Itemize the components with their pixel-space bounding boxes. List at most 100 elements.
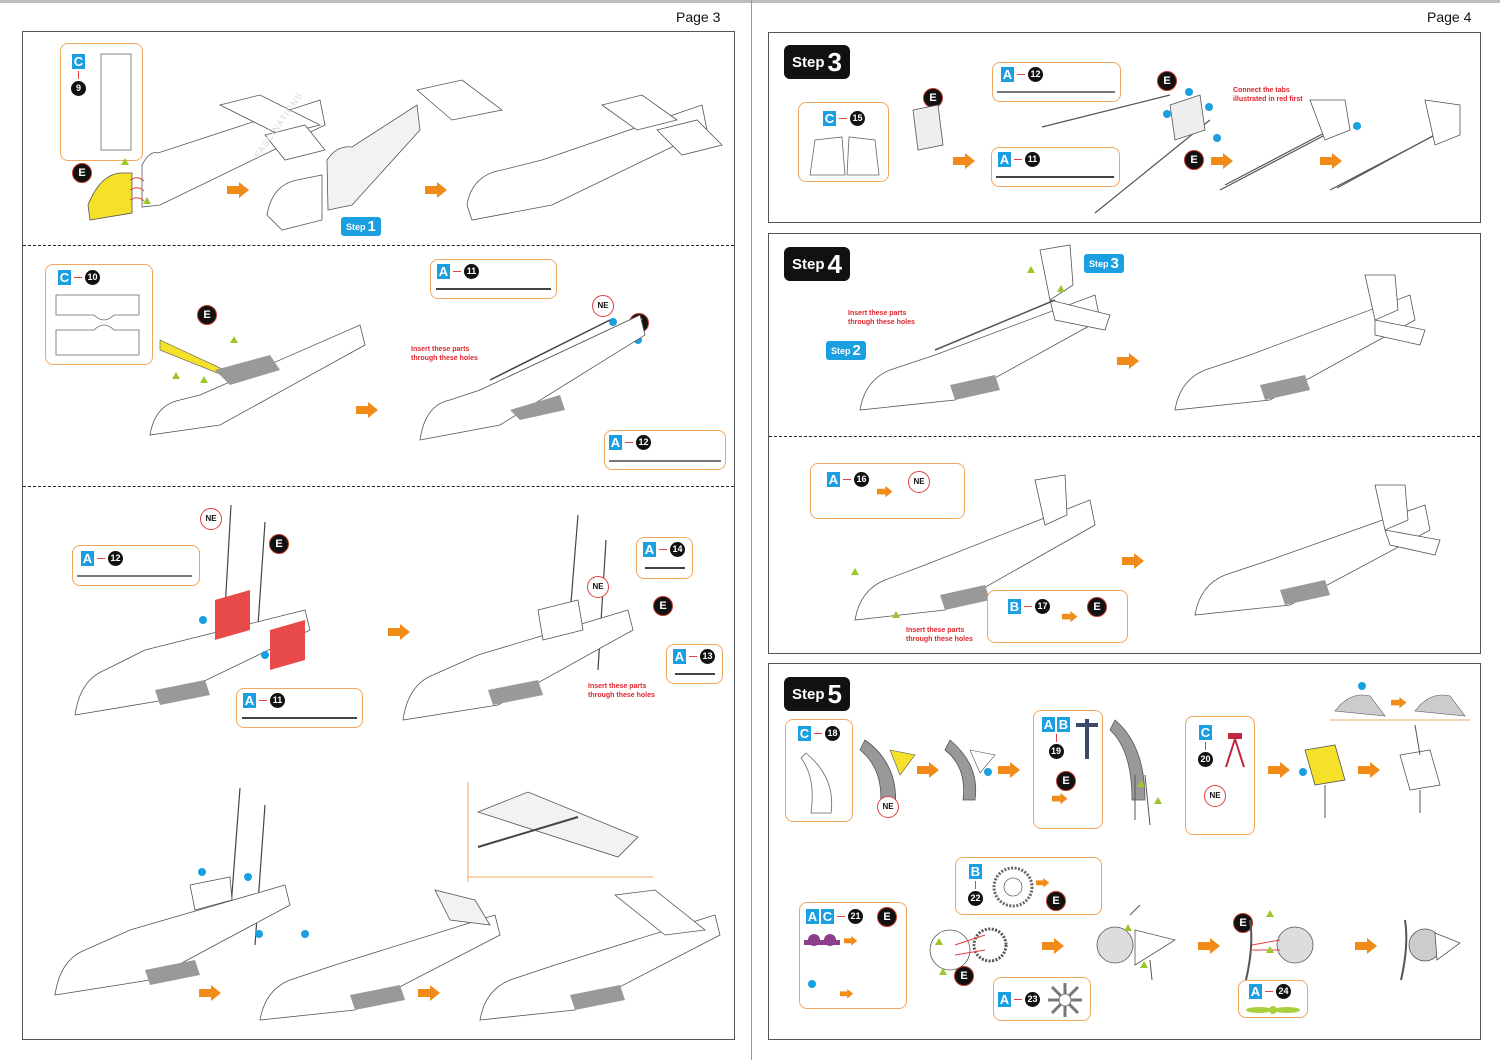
- helicopter-final-tail-illustration: [479, 889, 721, 1021]
- part-label: C 9: [71, 54, 86, 96]
- alignment-marker: [1154, 797, 1162, 804]
- blue-marker: [1358, 682, 1366, 690]
- helicopter-pins-illustration: [402, 514, 634, 721]
- cylinder-ring-part-icon: [992, 866, 1034, 908]
- ne-badge: NE: [200, 508, 222, 530]
- alignment-marker: [172, 372, 180, 379]
- sheet-badge: B: [1057, 717, 1070, 732]
- engine-mount-panel-icon: [800, 752, 833, 814]
- wing-panel-icon: [55, 294, 140, 356]
- blue-marker: [1205, 103, 1213, 111]
- callout-part-c9: C 9: [60, 43, 143, 161]
- sheet-badge: A: [998, 152, 1011, 167]
- helicopter-tail-rods-illustration: [74, 504, 311, 716]
- sheet-badge: A: [806, 909, 819, 924]
- rod-icon: [609, 460, 721, 462]
- rod-icon: [997, 91, 1115, 93]
- part-number: 23: [1025, 992, 1040, 1007]
- part-number: 20: [1198, 752, 1213, 767]
- helicopter-tail-fin-illustration: [859, 244, 1111, 411]
- sheet-badge: C: [823, 111, 836, 126]
- section-divider: [23, 486, 734, 487]
- blue-marker: [1163, 110, 1171, 118]
- sheet-badge: C: [1199, 725, 1212, 740]
- alignment-marker: [939, 968, 947, 975]
- ne-badge: NE: [877, 796, 899, 818]
- helicopter-tail-illustration: [87, 94, 326, 221]
- engine-mount-complete-illustration: [1399, 724, 1441, 813]
- sheet-badge: B: [969, 864, 982, 879]
- rod-icon: [436, 288, 551, 290]
- page-divider: [751, 0, 752, 1060]
- helicopter-assembly-illustration: [266, 79, 503, 231]
- callout-part-b22: B 22 E: [955, 857, 1102, 915]
- alignment-marker: [1027, 266, 1035, 273]
- pin-icon: [645, 567, 685, 569]
- sheet-badge: A: [81, 551, 94, 566]
- part-number: 11: [464, 264, 479, 279]
- blue-marker: [301, 930, 309, 938]
- helicopter-rod-illustration: [419, 314, 646, 441]
- sheet-badge: A: [643, 542, 656, 557]
- tail-rod-assembly-illustration: [1041, 94, 1211, 214]
- tail-fin-rods-illustration: [1219, 99, 1351, 191]
- part-number: 12: [1028, 67, 1043, 82]
- alignment-marker: [1266, 910, 1274, 917]
- sheet-badge: A: [437, 264, 450, 279]
- blue-marker: [244, 873, 252, 881]
- engine-complete-illustration: [1400, 919, 1461, 981]
- blue-marker: [1353, 122, 1361, 130]
- top-bar: [0, 0, 1500, 3]
- step4-frame: [768, 233, 1481, 654]
- e-badge: E: [197, 305, 217, 325]
- tail-fin-fold-illustration: [912, 104, 944, 151]
- sheet-badge: C: [58, 270, 71, 285]
- part-number: 17: [1035, 599, 1050, 614]
- part-number: 12: [636, 435, 651, 450]
- part-number: 13: [700, 649, 715, 664]
- page-number-4: Page 4: [1427, 9, 1472, 25]
- e-badge: E: [1233, 913, 1253, 933]
- e-badge: E: [1157, 71, 1177, 91]
- part-number: 16: [854, 472, 869, 487]
- part-number: 22: [968, 891, 983, 906]
- blue-marker: [261, 651, 269, 659]
- sheet-badge: C: [798, 726, 811, 741]
- e-badge: E: [1056, 771, 1076, 791]
- tail-fin-panel-icon: [809, 136, 880, 176]
- helicopter-completed-illustration: [466, 94, 723, 221]
- blue-marker: [609, 318, 617, 326]
- e-badge: E: [1087, 597, 1107, 617]
- part-number: 15: [850, 111, 865, 126]
- part-number: 24: [1276, 984, 1291, 999]
- alignment-marker: [1137, 780, 1145, 787]
- part-label: B 22: [968, 864, 983, 906]
- alignment-marker: [1140, 961, 1148, 968]
- exhaust-part-icon: [804, 934, 840, 946]
- rod-icon: [77, 575, 192, 577]
- part-number: 21: [848, 909, 863, 924]
- detail-zoom-inset: [467, 782, 653, 882]
- sheet-badge: A: [243, 693, 256, 708]
- e-badge: E: [1184, 150, 1204, 170]
- helicopter-tail-fold-illustration: [54, 787, 291, 996]
